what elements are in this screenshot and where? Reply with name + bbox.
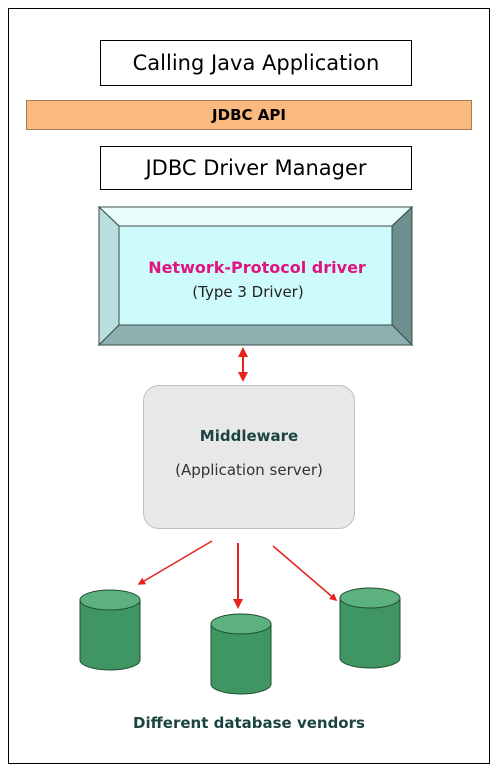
- database-vendors-caption: Different database vendors: [133, 714, 365, 732]
- jdbc-driver-manager-label: JDBC Driver Manager: [145, 156, 367, 180]
- database-icon: [210, 613, 272, 695]
- network-protocol-driver-block: [97, 205, 414, 347]
- jdbc-driver-manager-box: JDBC Driver Manager: [100, 146, 412, 190]
- middleware-title: Middleware: [199, 427, 299, 445]
- calling-java-application-label: Calling Java Application: [132, 51, 380, 75]
- database-icon: [79, 589, 141, 671]
- database-icon: [339, 587, 401, 669]
- jdbc-api-bar: JDBC API: [26, 100, 472, 130]
- jdbc-api-label: JDBC API: [212, 106, 286, 124]
- arrow-to-database-left: [137, 540, 213, 585]
- driver-title: Network-Protocol driver: [148, 258, 366, 277]
- middleware-subtitle: (Application server): [175, 461, 323, 479]
- calling-java-application-box: Calling Java Application: [100, 40, 412, 86]
- middleware-box: Middleware (Application server): [143, 385, 355, 529]
- driver-subtitle: (Type 3 Driver): [192, 283, 304, 301]
- arrow-to-database-right: [272, 545, 338, 601]
